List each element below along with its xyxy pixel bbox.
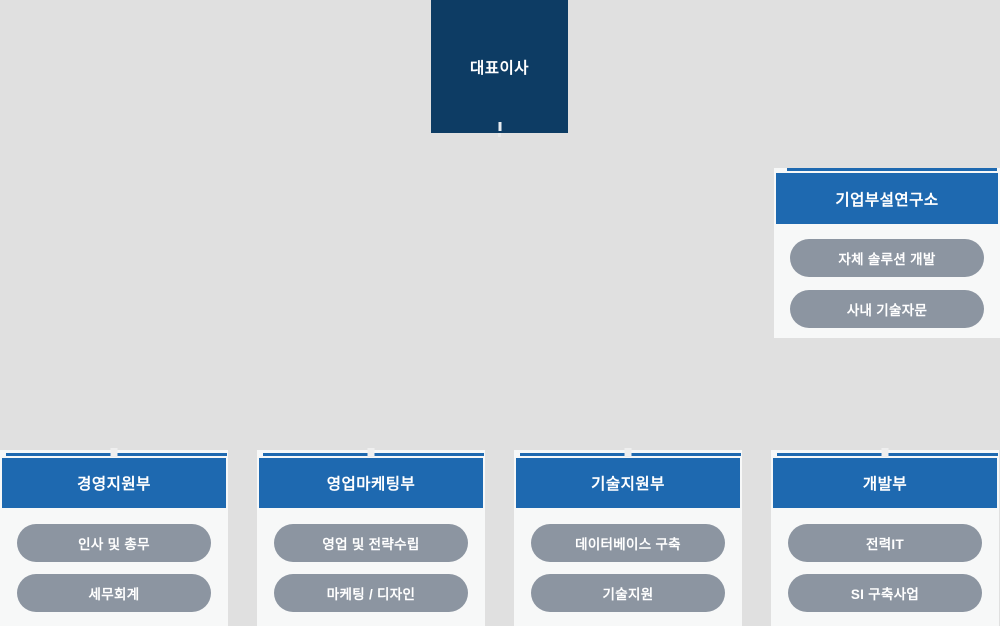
department-items: 전력IT SI 구축사업 (771, 524, 999, 612)
department-title: 영업마케팅부 (326, 476, 416, 493)
connector-dash-icon (498, 122, 501, 131)
department-header: 경영지원부 (2, 458, 226, 508)
department-item-pill: 마케팅 / 디자인 (274, 574, 468, 612)
department-header: 영업마케팅부 (259, 458, 483, 508)
department-title: 기술지원부 (591, 476, 665, 493)
department-item-pill: 인사 및 총무 (17, 524, 211, 562)
department-item-pill: 기술지원 (531, 574, 725, 612)
department-card-management-support: 경영지원부 인사 및 총무 세무회계 (0, 448, 228, 626)
research-header: 기업부설연구소 (776, 173, 998, 224)
department-item-pill: 전력IT (788, 524, 982, 562)
department-card-development: 개발부 전력IT SI 구축사업 (771, 448, 999, 626)
research-items: 자체 솔루션 개발 사내 기술자문 (774, 239, 1000, 328)
department-card-tech-support: 기술지원부 데이터베이스 구축 기술지원 (514, 448, 742, 626)
connector-notch-icon (624, 448, 632, 457)
department-items: 인사 및 총무 세무회계 (0, 524, 228, 612)
research-title: 기업부설연구소 (835, 191, 939, 209)
department-title: 개발부 (862, 476, 908, 493)
department-item-pill: 영업 및 전략수립 (274, 524, 468, 562)
department-items: 영업 및 전략수립 마케팅 / 디자인 (257, 524, 485, 612)
department-items: 데이터베이스 구축 기술지원 (514, 524, 742, 612)
connector-notch-icon (367, 448, 375, 457)
ceo-label: 대표이사 (469, 59, 530, 77)
department-item-pill: 데이터베이스 구축 (531, 524, 725, 562)
connector-dash-below-icon (498, 133, 501, 137)
research-item-pill: 자체 솔루션 개발 (790, 239, 984, 277)
department-item-pill: SI 구축사업 (788, 574, 982, 612)
department-item-pill: 세무회계 (17, 574, 211, 612)
ceo-box: 대표이사 (431, 0, 568, 133)
card-accent-line (787, 168, 997, 171)
department-card-sales-marketing: 영업마케팅부 영업 및 전략수립 마케팅 / 디자인 (257, 448, 485, 626)
department-title: 경영지원부 (77, 476, 151, 493)
connector-notch-icon (881, 448, 889, 457)
research-card: 기업부설연구소 자체 솔루션 개발 사내 기술자문 (774, 168, 1000, 338)
research-item-pill: 사내 기술자문 (790, 290, 984, 328)
connector-notch-icon (110, 448, 118, 457)
department-header: 기술지원부 (516, 458, 740, 508)
department-header: 개발부 (773, 458, 997, 508)
